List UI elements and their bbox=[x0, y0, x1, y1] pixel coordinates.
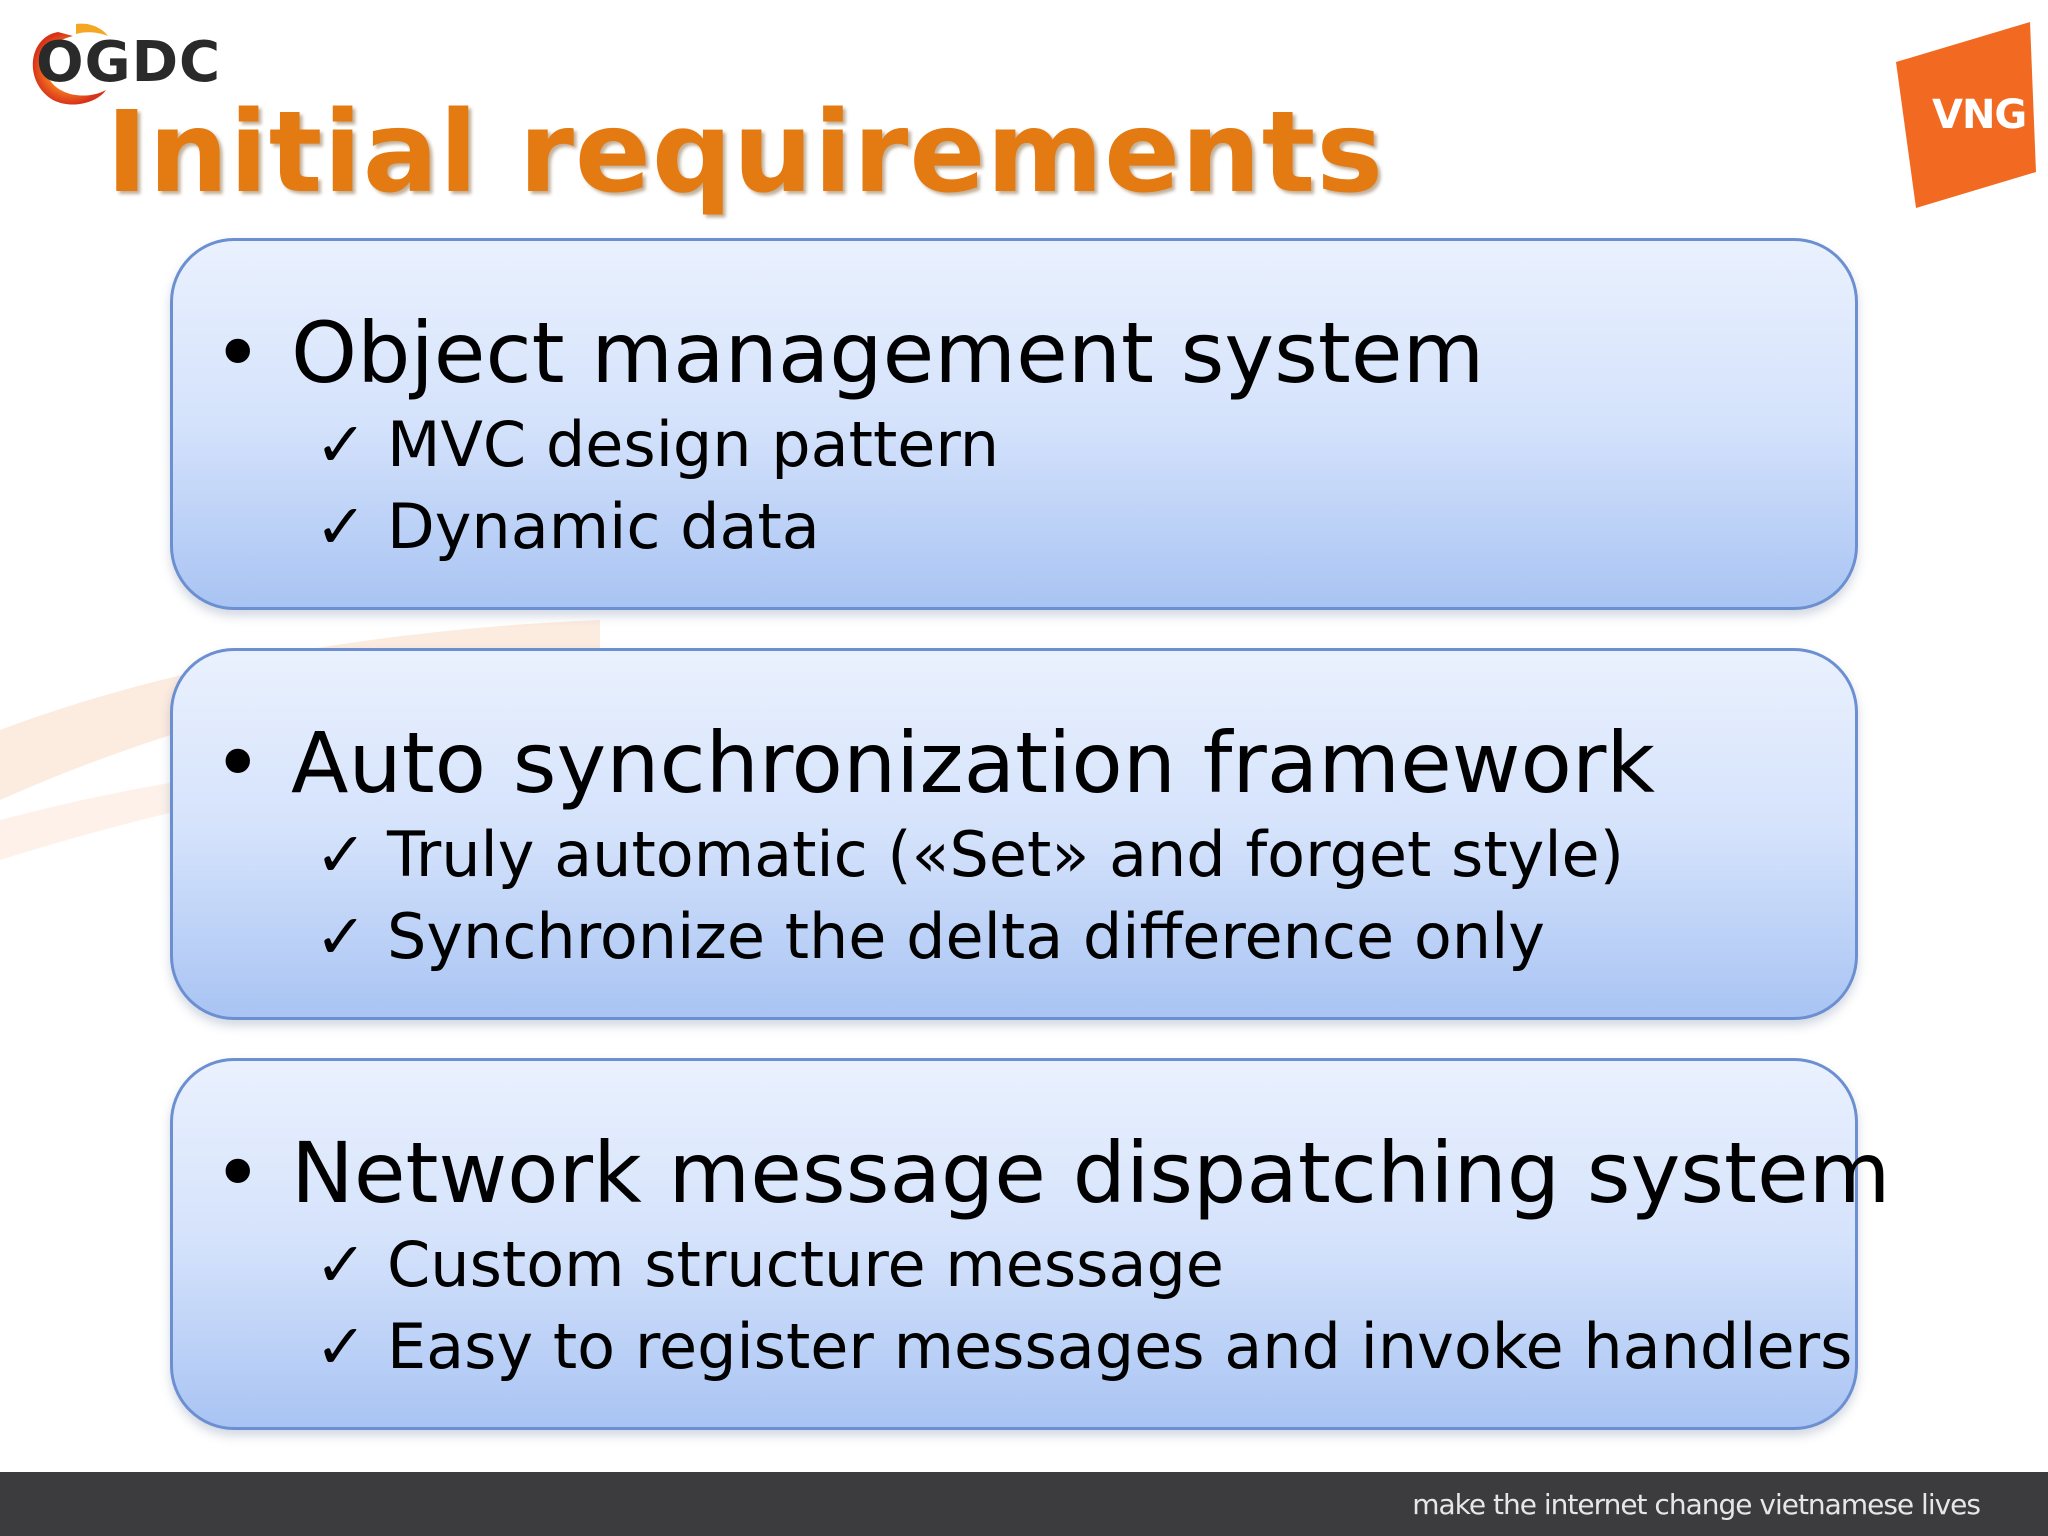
ogdc-logo-text: OGDC bbox=[36, 30, 222, 95]
check-icon: ✓ bbox=[315, 490, 367, 563]
list-item-text: Easy to register messages and invoke han… bbox=[387, 1310, 1853, 1383]
vng-logo bbox=[1890, 22, 2040, 212]
panel-heading: • Object management system bbox=[213, 303, 1484, 403]
list-item-text: Truly automatic («Set» and forget style) bbox=[387, 818, 1624, 891]
check-icon: ✓ bbox=[315, 1228, 367, 1301]
bullet-icon: • bbox=[213, 714, 263, 812]
requirement-panel-object-management: • Object management system ✓ MVC design pa… bbox=[170, 238, 1858, 610]
check-icon: ✓ bbox=[315, 1310, 367, 1383]
panel-heading-text: Network message dispatching system bbox=[291, 1124, 1891, 1222]
panel-heading: • Auto synchronization framework bbox=[213, 713, 1655, 813]
list-item: ✓ Easy to register messages and invoke ha… bbox=[315, 1307, 1852, 1387]
check-icon: ✓ bbox=[315, 408, 367, 481]
list-item: ✓ Dynamic data bbox=[315, 487, 820, 567]
slide-title: Initial requirements bbox=[106, 88, 1384, 218]
list-item-text: Custom structure message bbox=[387, 1228, 1224, 1301]
vng-logo-text: VNG bbox=[1932, 92, 2027, 138]
panel-heading: • Network message dispatching system bbox=[213, 1123, 1891, 1223]
list-item-text: Synchronize the delta difference only bbox=[387, 900, 1545, 973]
list-item-text: Dynamic data bbox=[387, 490, 820, 563]
requirement-panel-auto-synchronization: • Auto synchronization framework ✓ Truly a… bbox=[170, 648, 1858, 1020]
check-icon: ✓ bbox=[315, 818, 367, 891]
list-item-text: MVC design pattern bbox=[387, 408, 1000, 481]
requirement-panel-network-dispatching: • Network message dispatching system ✓ Cus… bbox=[170, 1058, 1891, 1430]
bullet-icon: • bbox=[213, 1124, 263, 1222]
footer-bar: make the internet change vietnamese live… bbox=[0, 1472, 2048, 1536]
list-item: ✓ Truly automatic («Set» and forget style… bbox=[315, 815, 1624, 895]
list-item: ✓ Synchronize the delta difference only bbox=[315, 897, 1545, 977]
list-item: ✓ Custom structure message bbox=[315, 1225, 1224, 1305]
bullet-icon: • bbox=[213, 304, 263, 402]
ogdc-swirl-icon bbox=[32, 23, 108, 105]
footer-tagline: make the internet change vietnamese live… bbox=[1412, 1488, 1981, 1521]
panel-heading-text: Object management system bbox=[291, 304, 1485, 402]
ogdc-logo bbox=[18, 12, 248, 112]
check-icon: ✓ bbox=[315, 900, 367, 973]
list-item: ✓ MVC design pattern bbox=[315, 405, 999, 485]
vng-logo-shape-icon bbox=[1896, 22, 2036, 208]
panel-heading-text: Auto synchronization framework bbox=[291, 714, 1656, 812]
